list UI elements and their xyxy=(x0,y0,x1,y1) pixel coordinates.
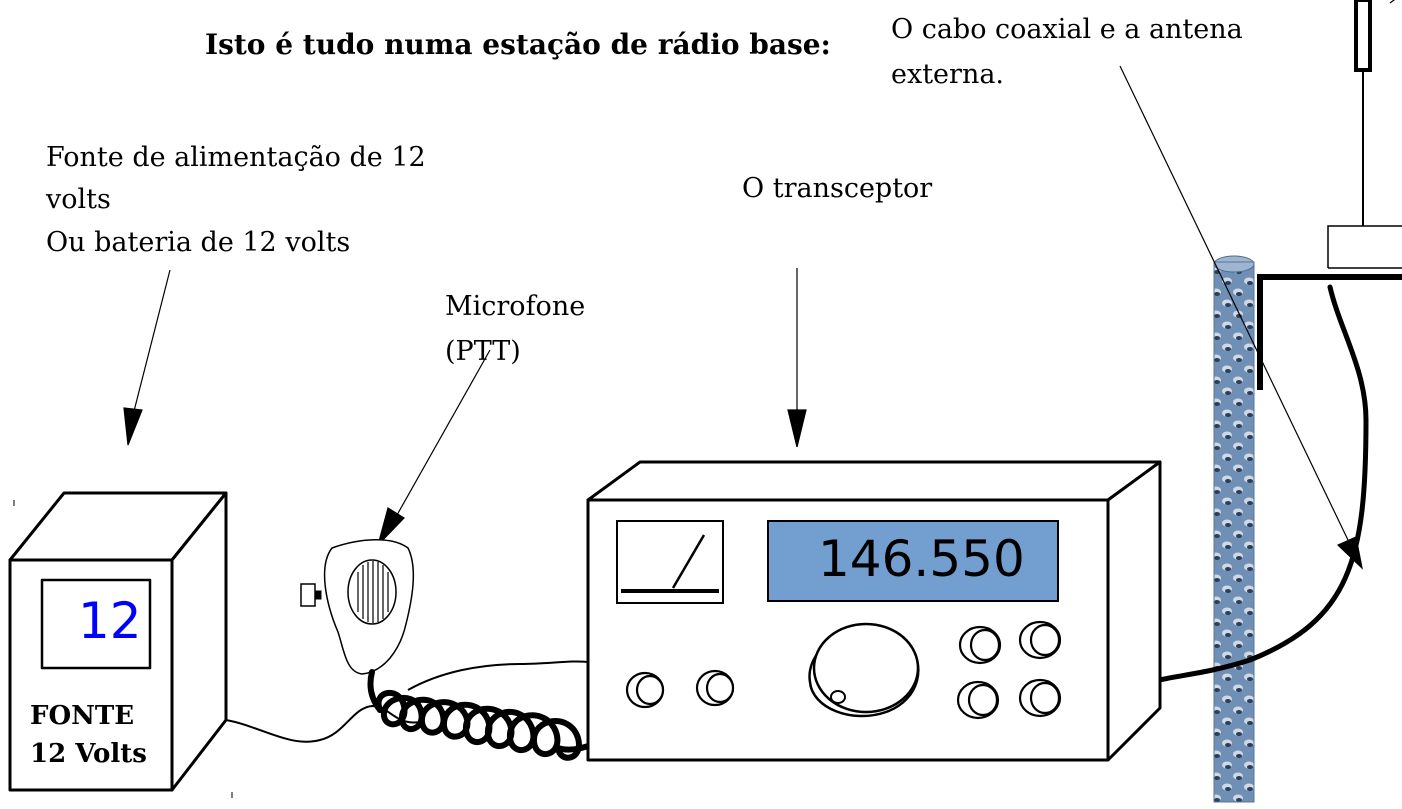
antenna-icon xyxy=(1257,0,1402,390)
power-cable xyxy=(225,704,421,743)
control-knobs[interactable] xyxy=(625,620,1062,720)
power-label-line3: Ou bateria de 12 volts xyxy=(46,227,351,258)
antenna-label-line1: O cabo coaxial e a antena xyxy=(891,14,1243,45)
knob-right-1 xyxy=(958,625,1002,665)
page-title: Isto é tudo numa estação de rádio base: xyxy=(205,28,831,61)
power-label-line2: volts xyxy=(46,184,111,215)
signal-meter xyxy=(616,520,724,604)
knob-left-2 xyxy=(695,669,735,707)
coaxial-cable xyxy=(1144,284,1369,687)
microphone-cord xyxy=(367,669,607,761)
power-label-line1: Fonte de alimentação de 12 xyxy=(46,142,426,173)
transceiver-label: O transceptor xyxy=(742,173,933,204)
mic-label-line1: Microfone xyxy=(445,291,586,322)
power-supply-label-line2: 12 Volts xyxy=(30,739,147,769)
frequency-readout: 146.550 xyxy=(818,530,1025,588)
knob-right-2 xyxy=(1018,620,1062,660)
antenna-mast xyxy=(1213,255,1255,803)
tuning-knob[interactable] xyxy=(808,622,920,718)
pointer-arrows xyxy=(123,65,1363,570)
antenna-label-line2: externa. xyxy=(891,59,1005,90)
power-supply xyxy=(8,491,228,792)
knob-right-3 xyxy=(956,680,1000,720)
frequency-display xyxy=(767,520,1059,602)
microphone-icon xyxy=(300,539,415,675)
knob-left-1 xyxy=(625,671,665,709)
mic-cable-top xyxy=(407,660,589,691)
knob-right-4 xyxy=(1018,678,1062,718)
mic-label-line2: (PTT) xyxy=(445,336,521,367)
power-display-value: 12 xyxy=(78,592,142,650)
power-supply-label-line1: FONTE xyxy=(30,701,135,731)
